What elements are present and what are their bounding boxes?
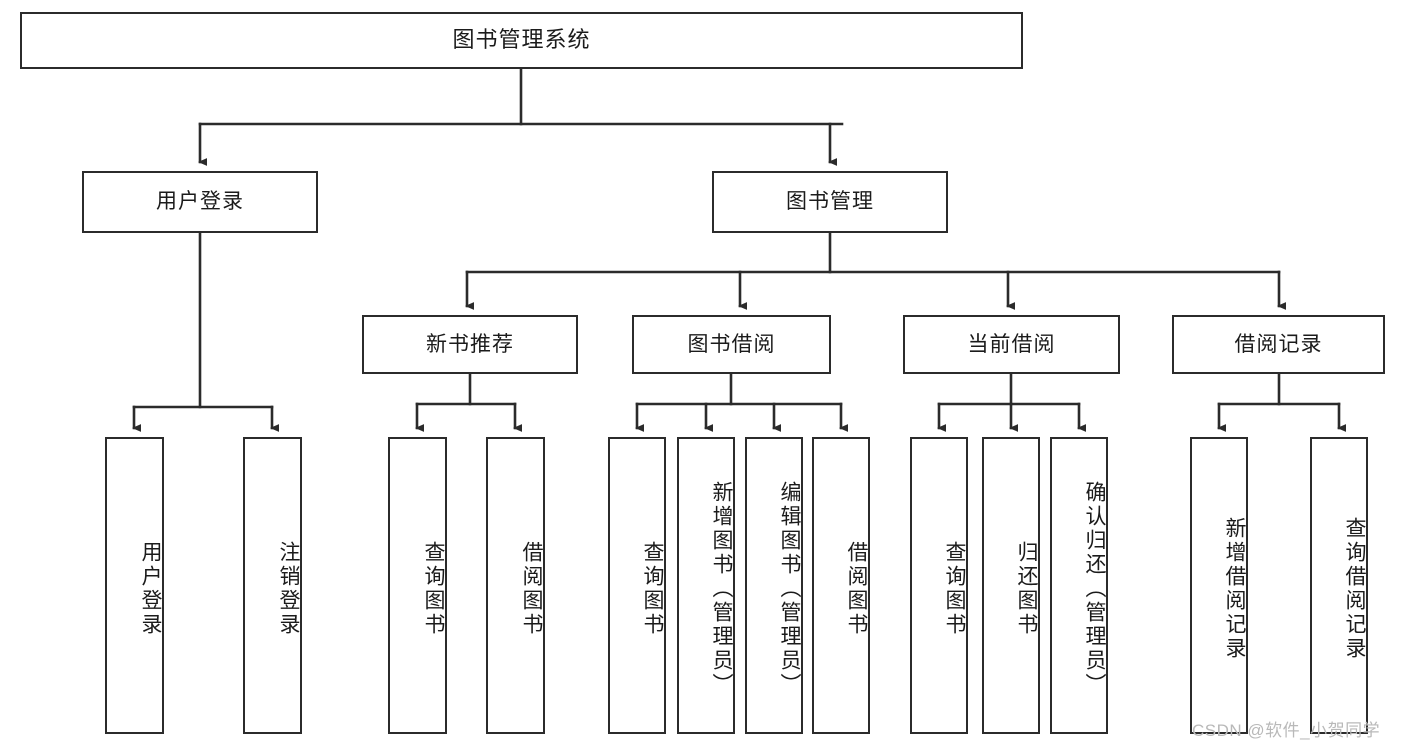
leaf-user-login[interactable]: 用户登录 bbox=[105, 437, 164, 734]
node-borrow-record[interactable]: 借阅记录 bbox=[1172, 315, 1385, 374]
node-label: 用户登录 bbox=[139, 540, 162, 637]
node-new-book-recommend[interactable]: 新书推荐 bbox=[362, 315, 578, 374]
leaf-query-book-current[interactable]: 查询图书 bbox=[910, 437, 968, 734]
leaf-borrow-book-recommend[interactable]: 借阅图书 bbox=[486, 437, 545, 734]
node-label: 新书推荐 bbox=[426, 332, 514, 356]
node-label: 归还图书 bbox=[1015, 540, 1038, 637]
node-current-borrow[interactable]: 当前借阅 bbox=[903, 315, 1120, 374]
node-label: 图书管理系统 bbox=[452, 27, 591, 53]
node-label: 查询图书 bbox=[422, 540, 445, 637]
node-user-login[interactable]: 用户登录 bbox=[82, 171, 318, 233]
node-label: 查询图书 bbox=[641, 540, 664, 637]
node-root-system[interactable]: 图书管理系统 bbox=[20, 12, 1023, 69]
leaf-query-book-recommend[interactable]: 查询图书 bbox=[388, 437, 447, 734]
csdn-watermark: CSDN @软件_小贺同学 bbox=[1192, 721, 1381, 740]
node-label: 借阅记录 bbox=[1234, 332, 1323, 356]
node-label: 借阅图书 bbox=[845, 540, 868, 637]
node-label: 编辑图书（管理员） bbox=[778, 480, 801, 697]
leaf-add-book-admin[interactable]: 新增图书（管理员） bbox=[677, 437, 735, 734]
node-label: 新增借阅记录 bbox=[1223, 516, 1246, 661]
node-label: 图书借阅 bbox=[687, 332, 776, 356]
leaf-confirm-return-admin[interactable]: 确认归还（管理员） bbox=[1050, 437, 1108, 734]
leaf-borrow-book[interactable]: 借阅图书 bbox=[812, 437, 870, 734]
node-label: 新增图书（管理员） bbox=[710, 480, 733, 697]
leaf-edit-book-admin[interactable]: 编辑图书（管理员） bbox=[745, 437, 803, 734]
node-label: 注销登录 bbox=[277, 540, 300, 637]
node-label: 查询借阅记录 bbox=[1343, 516, 1366, 661]
node-book-management[interactable]: 图书管理 bbox=[712, 171, 948, 233]
node-label: 借阅图书 bbox=[520, 540, 543, 637]
leaf-query-borrow-record[interactable]: 查询借阅记录 bbox=[1310, 437, 1368, 734]
leaf-add-borrow-record[interactable]: 新增借阅记录 bbox=[1190, 437, 1248, 734]
leaf-return-book[interactable]: 归还图书 bbox=[982, 437, 1040, 734]
node-label: 当前借阅 bbox=[967, 332, 1056, 356]
leaf-query-book-borrow[interactable]: 查询图书 bbox=[608, 437, 666, 734]
node-book-borrow[interactable]: 图书借阅 bbox=[632, 315, 831, 374]
node-label: 查询图书 bbox=[943, 540, 966, 637]
node-label: 确认归还（管理员） bbox=[1083, 480, 1106, 697]
node-label: 图书管理 bbox=[786, 190, 874, 214]
leaf-logout[interactable]: 注销登录 bbox=[243, 437, 302, 734]
node-label: 用户登录 bbox=[156, 190, 244, 214]
